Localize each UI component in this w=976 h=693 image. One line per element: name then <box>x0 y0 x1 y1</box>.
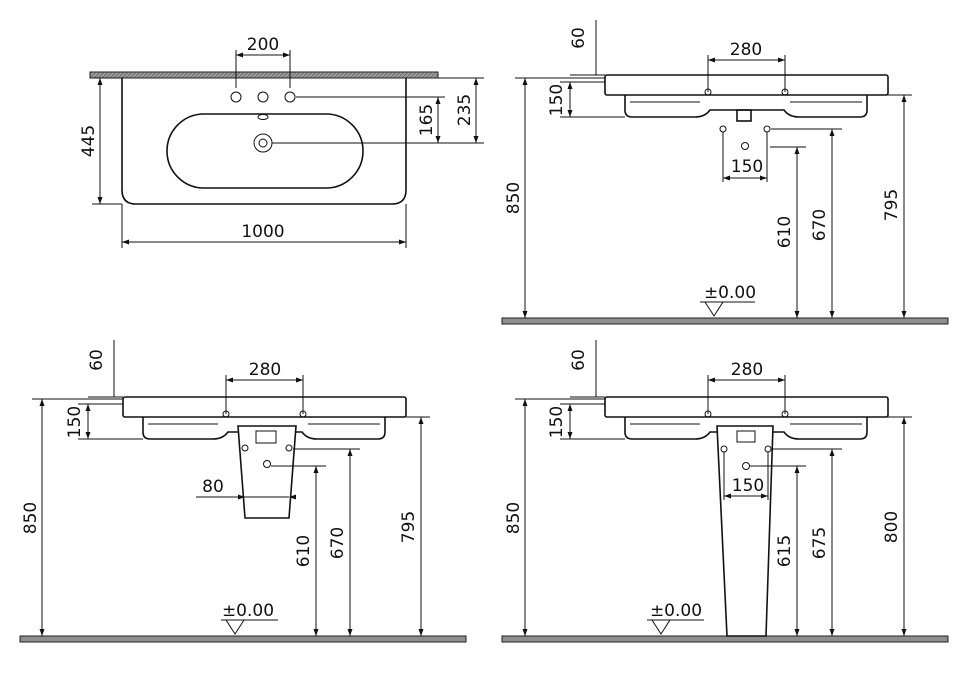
overflow-icon <box>257 114 269 120</box>
full-pedestal <box>716 425 774 637</box>
drain-outlet <box>255 430 277 444</box>
drain-icon <box>253 133 273 153</box>
dimension-150-width: 150 <box>722 132 768 182</box>
dim-label-80: 80 <box>202 477 224 497</box>
waste-outlet-icon <box>741 142 749 150</box>
countertop-slab <box>89 71 439 79</box>
bowl-outline <box>166 113 364 189</box>
dimension-850: 850 <box>504 398 605 636</box>
dim-label-150-width: 150 <box>732 476 764 496</box>
dimension-1000: 1000 <box>121 204 407 248</box>
dimension-150-height: 150 <box>547 403 625 440</box>
dim-label-150-width: 150 <box>731 157 763 177</box>
dimension-610: 610 <box>770 146 806 318</box>
dim-label-60: 60 <box>569 349 589 371</box>
dimension-670: 670 <box>293 448 360 636</box>
dim-label-150-height: 150 <box>547 406 567 438</box>
basin-rim <box>604 74 889 96</box>
supply-right-icon <box>285 444 293 452</box>
dimension-280: 280 <box>707 360 786 414</box>
dimension-150-height: 150 <box>547 81 625 118</box>
dim-label-280: 280 <box>249 360 281 380</box>
dimension-150: 150 <box>65 403 143 440</box>
tap-hole-center-icon <box>257 91 269 103</box>
basin-rim <box>122 396 407 418</box>
dimension-60: 60 <box>569 340 605 398</box>
level-label: ±0.00 <box>222 601 274 621</box>
floor-level-marker: ±0.00 <box>647 601 704 635</box>
dimension-235: 235 <box>438 77 484 144</box>
tap-hole-left-icon <box>230 91 242 103</box>
drain-outlet <box>736 109 752 122</box>
dimension-150-width: 150 <box>723 452 769 500</box>
dimension-610: 610 <box>271 465 326 636</box>
top-view: 200 445 165 235 <box>79 35 484 248</box>
dim-label-800: 800 <box>882 511 902 543</box>
basin-outline <box>121 78 407 205</box>
dim-label-200: 200 <box>247 35 279 55</box>
dimension-850: 850 <box>21 398 123 636</box>
basin-rim <box>604 396 889 418</box>
dim-label-850: 850 <box>504 182 524 214</box>
level-label: ±0.00 <box>704 283 756 303</box>
dimension-670: 670 <box>771 128 842 318</box>
dim-label-445: 445 <box>79 125 99 157</box>
dimension-280: 280 <box>225 360 304 414</box>
supply-left-icon <box>719 125 727 133</box>
dim-label-850: 850 <box>504 502 524 534</box>
dim-label-235: 235 <box>455 94 475 126</box>
dim-label-850: 850 <box>21 502 41 534</box>
basin-underside <box>624 95 868 118</box>
dim-label-60: 60 <box>569 27 589 49</box>
floor-level-marker: ±0.00 <box>221 601 278 635</box>
supply-right-icon <box>763 125 771 133</box>
dim-label-150-height: 150 <box>547 84 567 116</box>
dimension-60: 60 <box>569 20 605 76</box>
dimension-800: 800 <box>867 416 912 636</box>
dimension-675: 675 <box>772 448 842 636</box>
dimension-850: 850 <box>504 77 605 318</box>
drain-outlet <box>736 430 756 443</box>
half-pedestal <box>237 425 297 519</box>
wall-hung-view: 60 280 150 150 <box>501 20 949 325</box>
dimension-80: 80 <box>196 477 296 500</box>
dim-label-670: 670 <box>328 527 348 559</box>
dimension-280: 280 <box>707 40 786 92</box>
dim-label-795: 795 <box>882 189 902 221</box>
dimension-795: 795 <box>385 416 430 636</box>
dim-label-60: 60 <box>87 349 107 371</box>
dimension-795: 795 <box>867 94 912 318</box>
dim-label-615: 615 <box>775 535 795 567</box>
floor-level-marker: ±0.00 <box>700 283 756 317</box>
dim-label-165: 165 <box>417 104 437 136</box>
waste-outlet-icon <box>742 462 750 470</box>
floor-line <box>501 635 949 643</box>
dim-label-610: 610 <box>775 216 795 248</box>
dim-label-1000: 1000 <box>241 222 284 242</box>
floor-line <box>19 635 467 643</box>
dim-label-610: 610 <box>294 535 314 567</box>
dimension-445: 445 <box>79 77 122 205</box>
dim-label-795: 795 <box>399 511 419 543</box>
floor-line <box>501 317 949 325</box>
waste-outlet-icon <box>263 460 271 468</box>
dim-label-670: 670 <box>810 209 830 241</box>
dimension-615: 615 <box>750 465 806 636</box>
level-label: ±0.00 <box>650 601 702 621</box>
supply-left-icon <box>241 444 249 452</box>
full-pedestal-view: 60 280 150 150 <box>501 340 949 643</box>
dimension-165: 165 <box>272 96 445 144</box>
dim-label-150: 150 <box>65 406 85 438</box>
dim-label-280: 280 <box>731 360 763 380</box>
half-pedestal-view: 60 280 150 80 850 <box>19 340 467 643</box>
dimension-200: 200 <box>235 35 291 88</box>
tap-hole-right-icon <box>284 91 296 103</box>
dim-label-280: 280 <box>730 40 762 60</box>
dimension-60: 60 <box>87 340 123 398</box>
dim-label-675: 675 <box>810 527 830 559</box>
